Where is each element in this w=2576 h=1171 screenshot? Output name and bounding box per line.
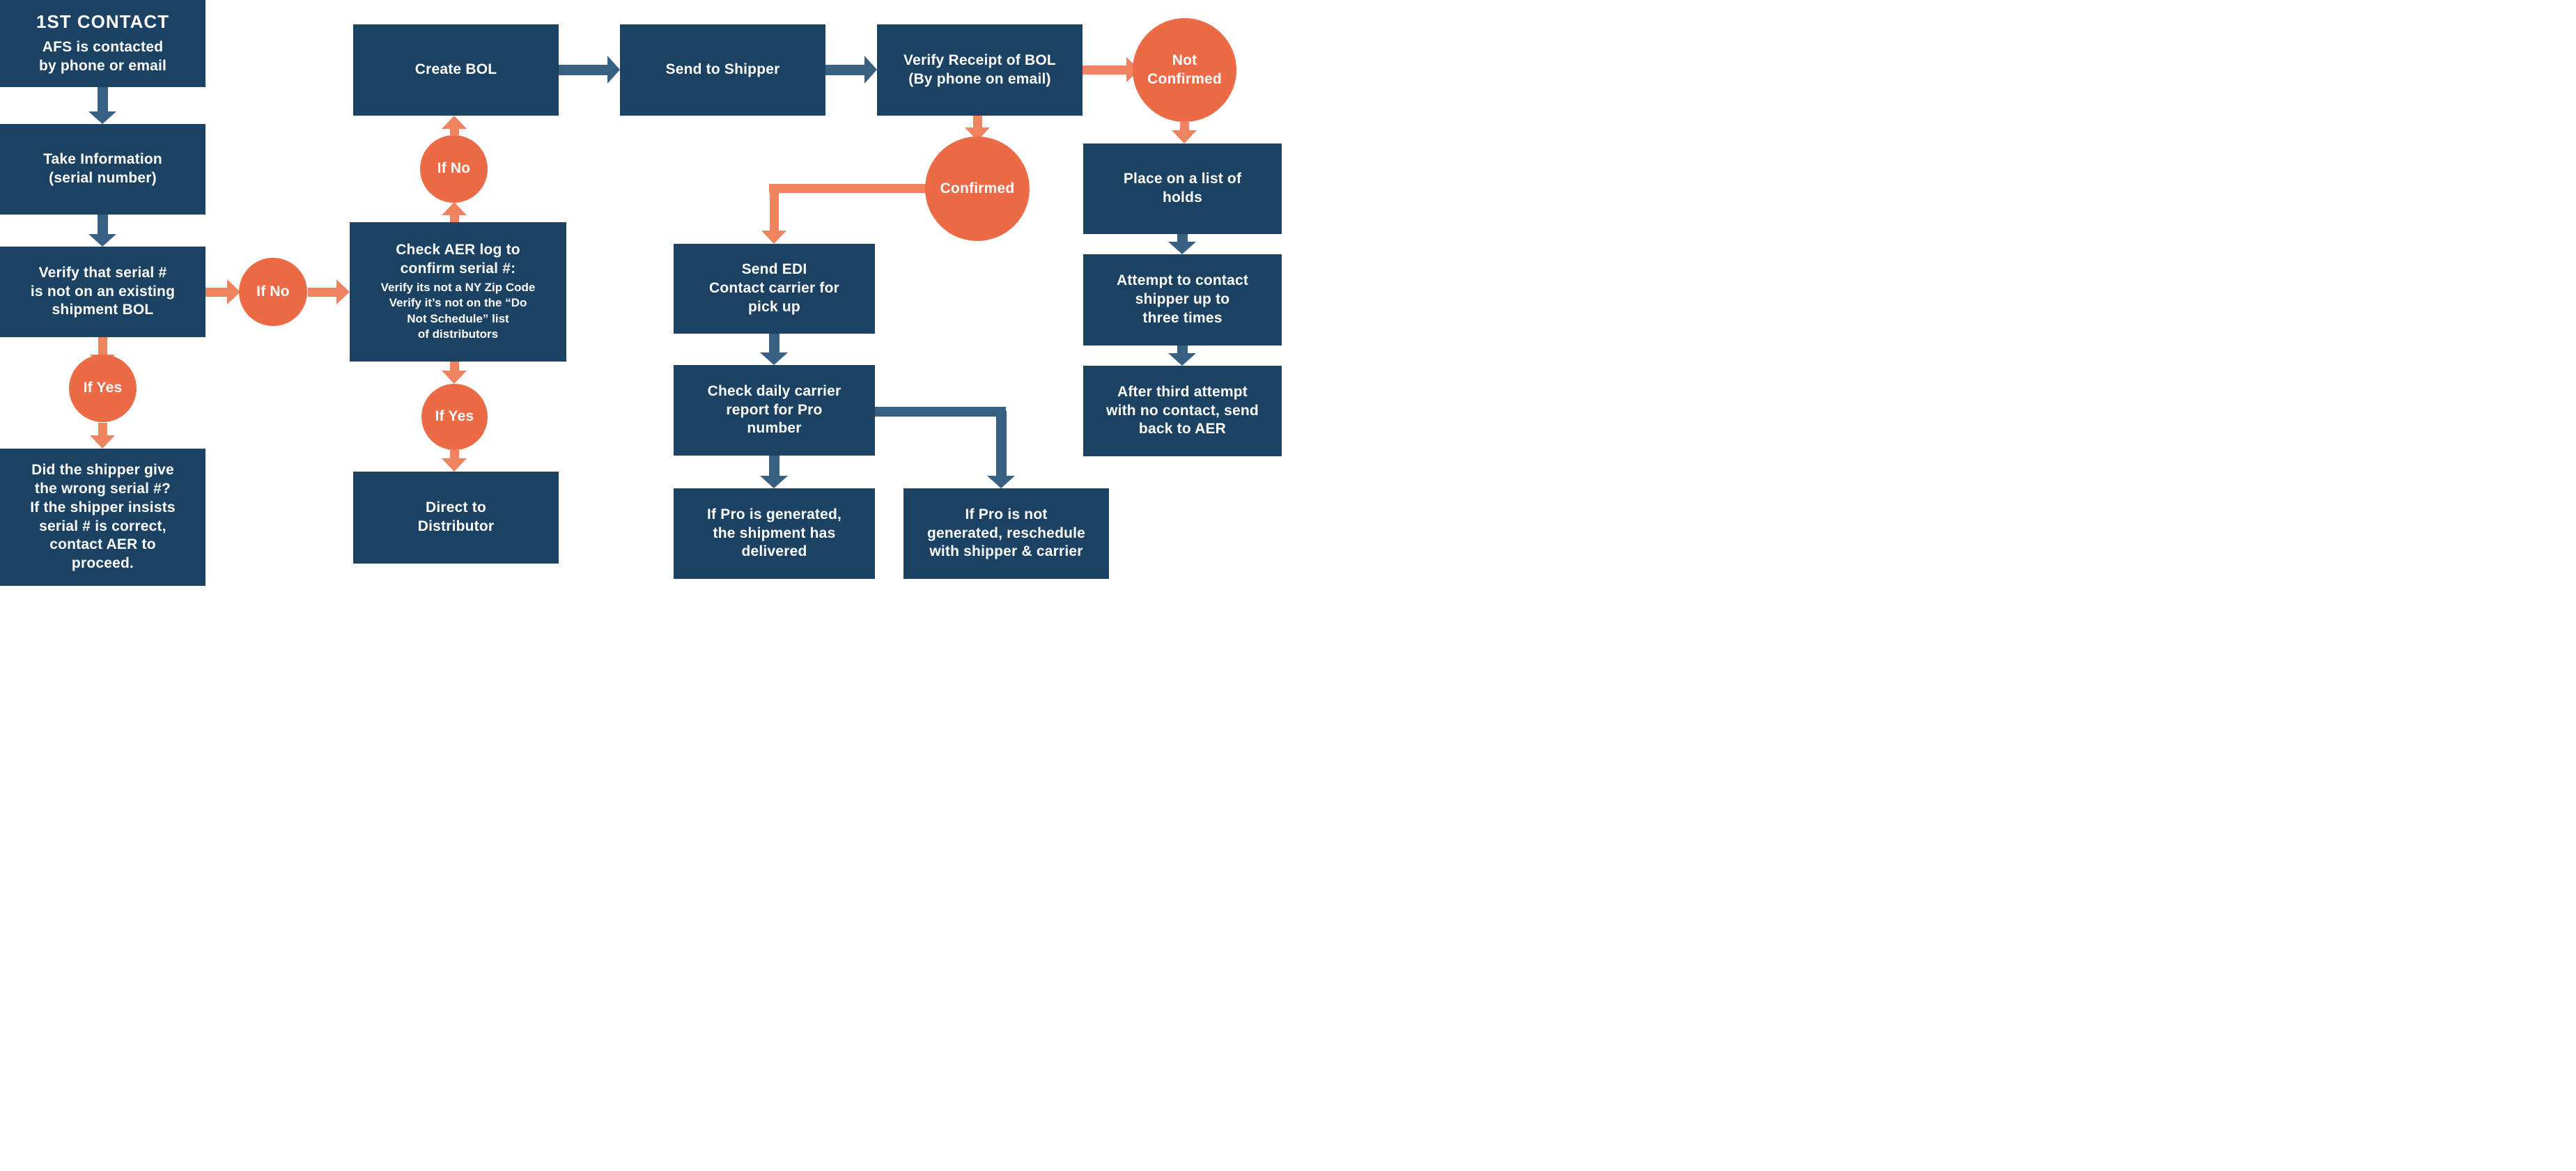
arrow-first-contact-to-take-info-head xyxy=(88,111,116,124)
node-check-daily-carrier-report: Check daily carrier report for Pro numbe… xyxy=(674,365,875,456)
arrow-take-info-to-verify-serial-shaft xyxy=(97,215,108,235)
node-first-contact-title: 1ST CONTACT xyxy=(36,11,170,33)
arrow-holds-to-attempt-head xyxy=(1168,242,1196,254)
connector-check-daily-elbow-beam xyxy=(875,407,1006,417)
arrow-attempt-to-after-third-head xyxy=(1168,353,1196,366)
node-place-on-holds: Place on a list of holds xyxy=(1083,144,1282,234)
node-send-to-shipper: Send to Shipper xyxy=(620,24,825,116)
connector-confirmed-elbow-beam xyxy=(769,184,929,193)
arrow-elbow-to-if-pro-not-generated-shaft xyxy=(995,411,1007,476)
arrow-holds-to-attempt-shaft xyxy=(1177,234,1188,242)
arrow-send-shipper-to-verify-receipt-head xyxy=(864,56,877,84)
node-if-pro-generated: If Pro is generated, the shipment has de… xyxy=(674,488,875,579)
decision-not-confirmed: Not Confirmed xyxy=(1133,18,1236,122)
node-direct-to-distributor: Direct to Distributor xyxy=(353,472,559,564)
arrow-check-aer-to-if-no-2-head xyxy=(442,202,467,215)
node-did-shipper-give-wrong-serial: Did the shipper give the wrong serial #?… xyxy=(0,449,205,586)
decision-if-no-1: If No xyxy=(239,258,307,326)
arrow-if-no-to-check-aer-shaft xyxy=(308,287,337,297)
arrow-not-confirmed-to-holds-shaft xyxy=(1179,122,1189,131)
arrow-check-aer-to-if-yes-2-shaft xyxy=(449,362,459,371)
arrow-attempt-to-after-third-shaft xyxy=(1177,346,1188,354)
arrow-verify-receipt-to-not-confirmed-shaft xyxy=(1083,65,1127,75)
arrow-send-edi-to-check-daily-head xyxy=(760,352,788,365)
node-first-contact: 1ST CONTACT AFS is contacted by phone or… xyxy=(0,0,205,87)
arrow-check-daily-to-if-pro-generated-shaft xyxy=(768,455,779,476)
decision-if-yes-2: If Yes xyxy=(421,384,488,450)
arrow-elbow-to-if-pro-not-generated-head xyxy=(987,476,1015,488)
node-first-contact-text: AFS is contacted by phone or email xyxy=(38,39,167,74)
decision-if-yes-1: If Yes xyxy=(69,355,137,422)
arrow-not-confirmed-to-holds-head xyxy=(1172,130,1197,144)
arrow-confirmed-elbow-to-send-edi-head xyxy=(761,231,786,244)
arrow-verify-serial-to-if-no-shaft xyxy=(205,287,228,297)
arrow-if-yes-2-to-direct-distributor-shaft xyxy=(449,450,459,459)
arrow-verify-serial-to-if-no-head xyxy=(227,279,240,304)
node-check-aer-log: Check AER log to confirm serial #: Verif… xyxy=(350,222,566,362)
arrow-if-no-2-to-create-bol-head xyxy=(442,116,467,129)
node-take-information: Take Information (serial number) xyxy=(0,124,205,215)
flowchart-canvas: 1ST CONTACT AFS is contacted by phone or… xyxy=(0,0,1288,586)
node-verify-receipt-of-bol: Verify Receipt of BOL (By phone on email… xyxy=(877,24,1083,116)
arrow-verify-receipt-to-confirmed-shaft xyxy=(972,116,982,128)
arrow-first-contact-to-take-info-shaft xyxy=(97,87,108,112)
arrow-check-aer-to-if-yes-2-head xyxy=(442,371,467,384)
node-check-aer-details: Verify its not a NY Zip Code Verify it’s… xyxy=(380,281,536,341)
arrow-send-shipper-to-verify-receipt-shaft xyxy=(825,64,865,75)
decision-confirmed: Confirmed xyxy=(925,137,1030,241)
arrow-if-yes-2-to-direct-distributor-head xyxy=(442,458,467,472)
arrow-take-info-to-verify-serial-head xyxy=(88,234,116,247)
arrow-if-yes-to-did-shipper-head xyxy=(90,435,115,449)
node-create-bol: Create BOL xyxy=(353,24,559,116)
node-check-aer-heading: Check AER log to confirm serial #: xyxy=(396,242,520,277)
arrow-if-yes-to-did-shipper-shaft xyxy=(98,423,107,436)
node-send-edi: Send EDI Contact carrier for pick up xyxy=(674,244,875,334)
arrow-verify-serial-to-if-yes-shaft xyxy=(98,337,107,355)
decision-if-no-2: If No xyxy=(420,135,488,203)
node-if-pro-not-generated: If Pro is not generated, reschedule with… xyxy=(903,488,1109,579)
node-attempt-contact-shipper: Attempt to contact shipper up to three t… xyxy=(1083,254,1282,346)
arrow-create-bol-to-send-shipper-shaft xyxy=(559,64,608,75)
node-after-third-attempt: After third attempt with no contact, sen… xyxy=(1083,366,1282,456)
arrow-create-bol-to-send-shipper-head xyxy=(607,56,620,84)
arrow-if-no-2-to-create-bol-shaft xyxy=(449,128,459,135)
arrow-if-no-to-check-aer-head xyxy=(336,279,350,304)
node-verify-serial: Verify that serial # is not on an existi… xyxy=(0,247,205,337)
arrow-send-edi-to-check-daily-shaft xyxy=(768,334,779,353)
arrow-check-aer-to-if-no-2-shaft xyxy=(449,215,459,222)
arrow-confirmed-elbow-to-send-edi-shaft xyxy=(769,184,779,231)
arrow-check-daily-to-if-pro-generated-head xyxy=(760,476,788,488)
